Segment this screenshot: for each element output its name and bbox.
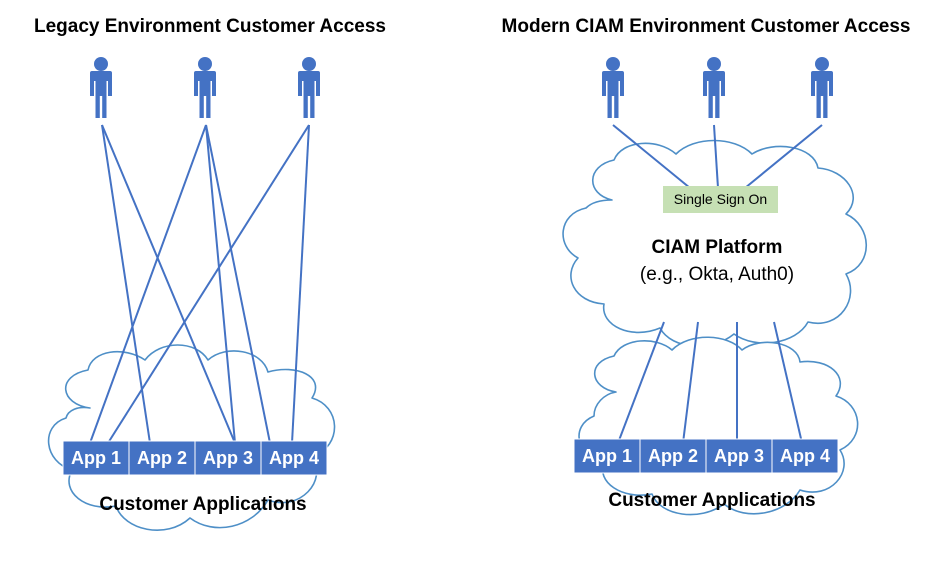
platform-subtitle: (e.g., Okta, Auth0) (640, 264, 794, 285)
modern-app-4-box (771, 438, 839, 474)
legacy-cloud-label: Customer Applications (99, 494, 306, 515)
legacy-app-1-box (62, 440, 130, 476)
person-icon (90, 57, 112, 118)
legacy-link-user2-app4 (205, 124, 271, 444)
legacy-app-2-label: App 2 (137, 448, 187, 468)
ciam-platform-cloud (562, 139, 868, 347)
sso-label: Single Sign On (674, 191, 767, 207)
modern-section: Modern CIAM Environment Customer Access … (502, 16, 911, 516)
modern-user-connections (612, 124, 823, 189)
person-icon (811, 57, 833, 118)
sso-box (663, 186, 778, 213)
modern-app-3-box (705, 438, 773, 474)
modern-users (602, 57, 833, 118)
modern-app-1-label: App 1 (582, 446, 632, 466)
legacy-app-bar: App 1 App 2 App 3 App 4 (62, 440, 328, 476)
modern-app-2-label: App 2 (648, 446, 698, 466)
legacy-link-user3-app4 (291, 124, 310, 444)
modern-link-platform-app2 (682, 321, 699, 444)
legacy-section: Legacy Environment Customer Access App 1… (34, 16, 386, 531)
modern-app-bar: App 1 App 2 App 3 App 4 (573, 438, 839, 474)
person-icon (703, 57, 725, 118)
modern-link-platform-app1 (617, 321, 665, 444)
legacy-users (90, 57, 320, 118)
modern-cloud-label: Customer Applications (608, 490, 815, 511)
legacy-link-user2-app1 (89, 124, 207, 444)
legacy-app-1-label: App 1 (71, 448, 121, 468)
platform-title: CIAM Platform (652, 237, 783, 258)
person-icon (194, 57, 216, 118)
modern-link-user3-sso (744, 124, 823, 189)
legacy-app-4-box (260, 440, 328, 476)
modern-link-platform-app4 (773, 321, 803, 444)
legacy-app-4-label: App 4 (269, 448, 319, 468)
legacy-link-user1-app3 (101, 124, 236, 444)
modern-applications-cloud (578, 336, 859, 516)
legacy-connections (89, 124, 310, 444)
legacy-link-user3-app1 (107, 124, 310, 444)
person-icon (602, 57, 624, 118)
modern-link-user1-sso (612, 124, 691, 189)
legacy-app-3-label: App 3 (203, 448, 253, 468)
modern-link-user2-sso (713, 124, 719, 189)
person-icon (298, 57, 320, 118)
legacy-title: Legacy Environment Customer Access (34, 16, 386, 37)
modern-app-1-box (573, 438, 641, 474)
modern-platform-connections (617, 321, 803, 444)
legacy-link-user2-app3 (205, 124, 236, 444)
modern-app-4-label: App 4 (780, 446, 830, 466)
modern-app-3-label: App 3 (714, 446, 764, 466)
modern-title: Modern CIAM Environment Customer Access (502, 16, 911, 37)
